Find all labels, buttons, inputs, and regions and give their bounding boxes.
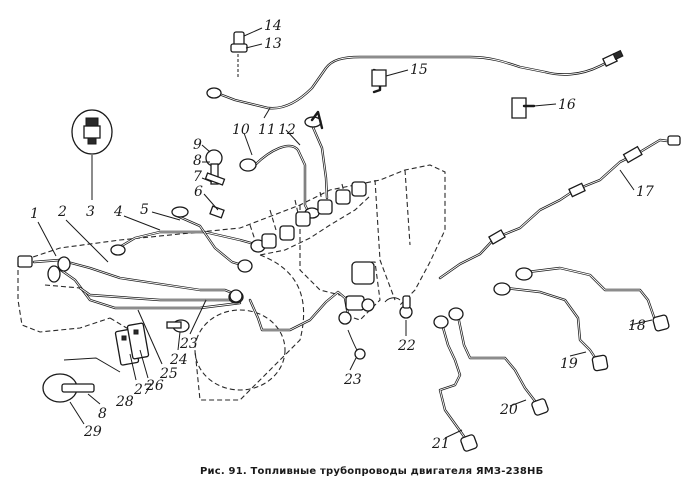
label-16: 16 <box>558 97 576 113</box>
label-17: 17 <box>636 184 654 200</box>
parts-6-9 <box>204 149 226 219</box>
fuel-pipe-4-5 <box>110 206 266 273</box>
part-22 <box>384 295 413 319</box>
label-13: 13 <box>264 36 282 52</box>
label-4: 4 <box>113 204 123 220</box>
label-15: 15 <box>410 62 428 78</box>
label-1: 1 <box>30 206 39 222</box>
label-23-right: 23 <box>343 372 362 388</box>
label-25: 25 <box>159 366 178 382</box>
label-18: 18 <box>628 318 646 334</box>
fuel-pipe-1-2 <box>17 255 244 310</box>
label-26: 26 <box>145 378 164 394</box>
label-28: 28 <box>115 394 134 410</box>
part-3-fitting <box>71 109 113 155</box>
label-9: 9 <box>193 137 202 153</box>
engine-outline <box>17 164 446 401</box>
parts-13-14 <box>230 31 248 78</box>
label-8-top: 8 <box>193 153 202 169</box>
label-29: 29 <box>83 424 102 440</box>
label-2: 2 <box>57 204 67 220</box>
figure-caption: Рис. 91. Топливные трубопроводы двигател… <box>200 465 543 477</box>
label-24: 24 <box>169 352 188 368</box>
label-23-left: 23 <box>179 336 198 352</box>
fuel-pipe-11 <box>206 49 624 110</box>
label-3: 3 <box>86 204 95 220</box>
fuel-pipe-21 <box>433 315 478 452</box>
label-19: 19 <box>560 356 578 372</box>
return-pipe <box>248 261 375 360</box>
callout-leaders <box>37 27 653 439</box>
label-14: 14 <box>264 18 282 34</box>
label-20: 20 <box>499 402 518 418</box>
fuel-pipe-20 <box>448 307 549 416</box>
label-10: 10 <box>232 122 250 138</box>
fuel-pipe-17 <box>438 135 681 280</box>
label-7: 7 <box>193 169 202 185</box>
fuel-pipe-12 <box>304 110 329 200</box>
label-8-bottom: 8 <box>98 406 107 422</box>
bracket-16 <box>511 97 536 119</box>
bracket-15 <box>371 68 387 94</box>
callout-labels: 1 2 3 4 5 6 7 8 9 10 11 12 13 14 15 16 1… <box>30 18 654 452</box>
label-6: 6 <box>194 184 203 200</box>
label-21: 21 <box>431 436 450 452</box>
label-5: 5 <box>140 202 149 218</box>
label-11: 11 <box>258 122 276 138</box>
label-12: 12 <box>278 122 296 138</box>
parts-23-29 <box>42 289 243 403</box>
fuel-pipe-19 <box>493 282 609 372</box>
injector-fittings <box>261 181 367 249</box>
fuel-pipe-10 <box>239 144 320 219</box>
fuel-pipe-18 <box>515 266 670 332</box>
label-22: 22 <box>397 338 416 354</box>
label-27: 27 <box>133 382 152 398</box>
